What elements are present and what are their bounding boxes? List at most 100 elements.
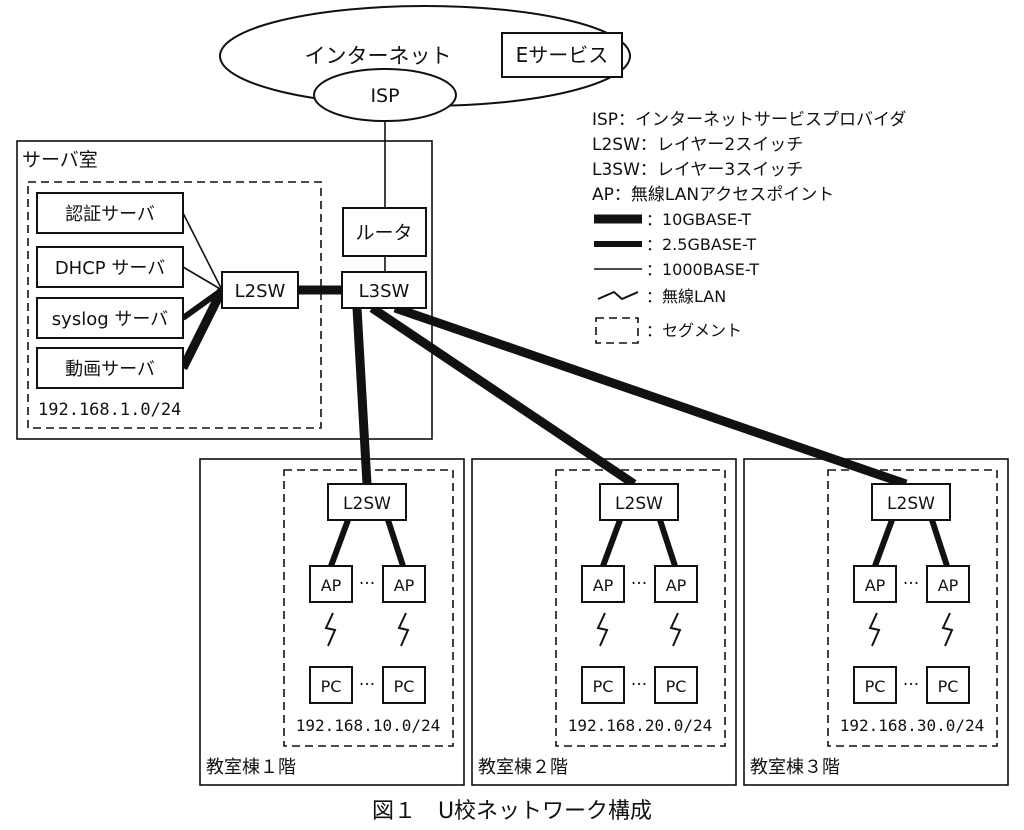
building-segment	[555, 469, 726, 747]
ap-left-box	[853, 565, 897, 603]
building-label: 教室棟３階	[750, 757, 840, 778]
building-floor-1: L2SW AP AP ··· PC PC ··· 192.168.10.0/24…	[199, 458, 465, 786]
building-switch-label: L2SW	[615, 494, 663, 514]
building-label: 教室棟１階	[206, 757, 296, 778]
building-frame	[743, 458, 1009, 786]
server-subnet-label: 192.168.1.0/24	[38, 400, 181, 420]
pc-left-label: PC	[865, 677, 886, 696]
e-service-box	[501, 32, 623, 78]
building-frame	[471, 458, 737, 786]
legend-10g: ：10GBASE-T	[646, 210, 751, 229]
syslog-server-label: syslog サーバ	[52, 309, 168, 330]
building-subnet-label: 192.168.10.0/24	[296, 716, 441, 735]
ap-left-label: AP	[593, 576, 614, 595]
pc-right-label: PC	[394, 677, 415, 696]
pc-right-box	[382, 666, 426, 704]
link-l3sw-floor2	[369, 304, 637, 488]
server-room-frame	[16, 140, 433, 440]
server-segment	[27, 181, 322, 429]
building-floor-2: L2SW AP AP ··· PC PC ··· 192.168.20.0/24…	[471, 458, 737, 786]
ap-right-label: AP	[938, 576, 959, 595]
wireless-icon	[397, 612, 410, 647]
building-switch-box	[871, 483, 951, 521]
pc-right-box	[926, 666, 970, 704]
ap-left-box	[309, 565, 353, 603]
ap-right-box	[926, 565, 970, 603]
legend-segment: ：セグメント	[646, 321, 742, 340]
legend-25g: ：2.5GBASE-T	[646, 235, 756, 254]
ap-right-label: AP	[666, 576, 687, 595]
e-service-label: Eサービス	[516, 43, 609, 67]
internet-label: インターネット	[305, 44, 452, 68]
wireless-icon	[669, 612, 682, 647]
pc-ellipsis: ···	[631, 675, 647, 695]
link-video-server	[178, 287, 227, 371]
ap-right-box	[382, 565, 426, 603]
router-label: ルータ	[355, 222, 412, 244]
pc-left-box	[309, 666, 353, 704]
legend-1g: ：1000BASE-T	[646, 260, 759, 279]
legend-l3sw: L3SW：レイヤー3スイッチ	[592, 160, 803, 180]
link-switch-ap-right	[657, 519, 678, 567]
ap-ellipsis: ···	[359, 574, 375, 594]
link-l3sw-floor1	[352, 307, 372, 485]
video-server-label: 動画サーバ	[65, 359, 155, 380]
building-floor-3: L2SW AP AP ··· PC PC ··· 192.168.30.0/24…	[743, 458, 1009, 786]
link-switch-ap-left	[328, 518, 351, 568]
link-switch-ap-right	[929, 519, 950, 567]
link-dhcp-server	[182, 266, 223, 291]
ap-left-label: AP	[321, 576, 342, 595]
building-segment	[283, 469, 454, 747]
pc-left-label: PC	[593, 677, 614, 696]
ap-ellipsis: ···	[631, 574, 647, 594]
building-switch-box	[327, 483, 407, 521]
link-l3sw-floor3	[393, 303, 908, 489]
building-subnet-label: 192.168.30.0/24	[840, 716, 985, 735]
legend-isp: ISP：インターネットサービスプロバイダ	[592, 110, 906, 130]
legend-wireless-icon	[597, 290, 639, 301]
wireless-icon	[596, 612, 609, 647]
auth-server-label: 認証サーバ	[65, 204, 155, 225]
building-switch-box	[599, 483, 679, 521]
isp-label: ISP	[370, 85, 399, 107]
pc-left-box	[581, 666, 625, 704]
pc-left-box	[853, 666, 897, 704]
pc-ellipsis: ···	[359, 675, 375, 695]
building-subnet-label: 192.168.20.0/24	[568, 716, 713, 735]
server-l2sw-label: L2SW	[235, 281, 286, 302]
legend-wireless: ：無線LAN	[646, 287, 726, 306]
ap-right-label: AP	[394, 576, 415, 595]
dhcp-server-label: DHCP サーバ	[55, 258, 165, 279]
link-auth-server	[182, 212, 223, 291]
video-server-box	[36, 347, 184, 389]
ap-left-label: AP	[865, 576, 886, 595]
legend-l2sw: L2SW：レイヤー2スイッチ	[592, 135, 803, 155]
building-label: 教室棟２階	[478, 757, 568, 778]
link-switch-ap-left	[872, 518, 895, 568]
syslog-server-box	[36, 297, 184, 339]
router-box	[342, 207, 427, 257]
dhcp-server-box	[36, 246, 184, 288]
link-switch-ap-right	[385, 519, 406, 567]
ap-right-box	[654, 565, 698, 603]
ap-left-box	[581, 565, 625, 603]
server-l2sw-box	[221, 271, 299, 309]
wireless-icon	[941, 612, 954, 647]
wireless-icon	[324, 612, 337, 647]
legend-segment-icon	[595, 317, 639, 344]
server-room-label: サーバ室	[22, 149, 98, 171]
auth-server-box	[36, 192, 184, 234]
wireless-icon	[868, 612, 881, 647]
pc-right-label: PC	[938, 677, 959, 696]
figure-caption: 図１ U校ネットワーク構成	[372, 799, 652, 824]
legend-ap: AP：無線LANアクセスポイント	[592, 185, 834, 205]
building-switch-label: L2SW	[343, 494, 391, 514]
link-switch-ap-left	[600, 518, 623, 568]
building-frame	[199, 458, 465, 786]
l3sw-label: L3SW	[359, 281, 410, 302]
pc-ellipsis: ···	[903, 675, 919, 695]
l3sw-box	[341, 271, 427, 309]
pc-right-label: PC	[666, 677, 687, 696]
ap-ellipsis: ···	[903, 574, 919, 594]
